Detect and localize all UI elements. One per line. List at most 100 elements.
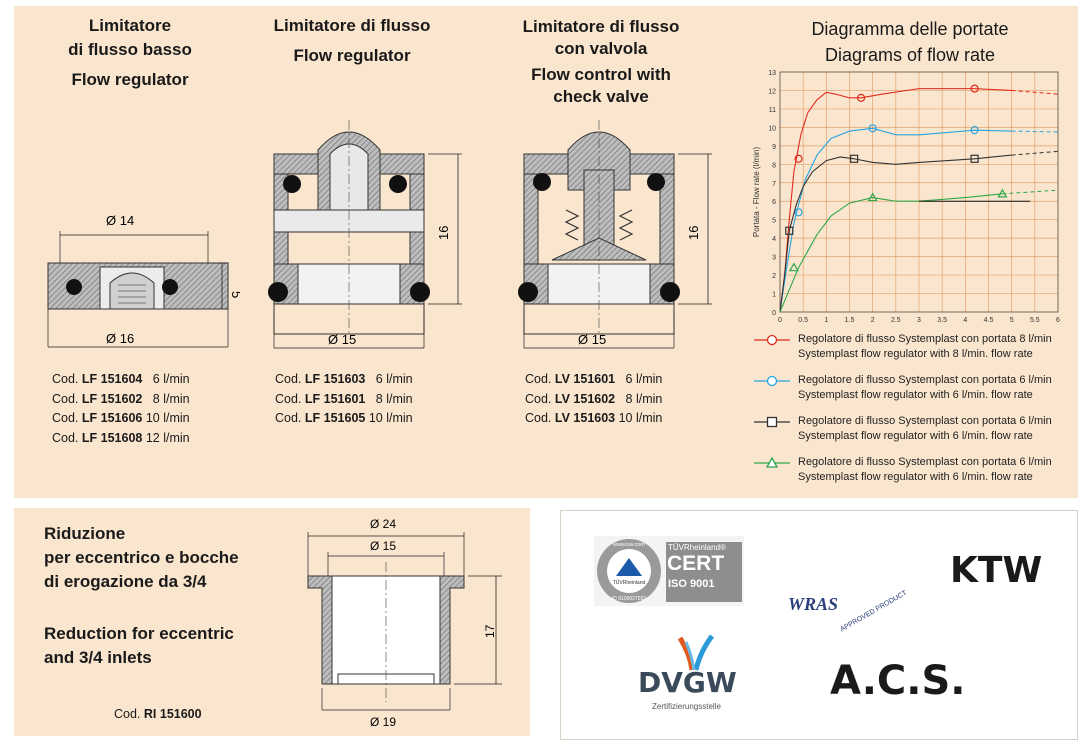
legend-swatch — [754, 416, 790, 428]
series-extrapolation-line — [1011, 89, 1059, 95]
reduction-title-en: Reduction for eccentric and 3/4 inlets — [44, 622, 234, 670]
product-2-codes: Cod. LF 151603 6 l/min Cod. LF 151601 8 … — [275, 370, 413, 429]
tuv-brand-text: TÜVRheinland® — [668, 543, 726, 552]
dimension-top-inner-label: Ø 15 — [370, 539, 396, 553]
legend-line-en: Systemplast flow regulator with 8 l/min.… — [798, 348, 1033, 360]
legend-swatch — [754, 334, 790, 346]
chart-title: Diagramma delle portate Diagrams of flow… — [760, 16, 1060, 68]
product-1-codes: Cod. LF 151604 6 l/min Cod. LF 151602 8 … — [52, 370, 190, 448]
product-2-title: Limitatore di flusso Flow regulator — [252, 14, 452, 68]
legend-text: Regolatore di flusso Systemplast con por… — [798, 455, 1052, 485]
ktw-logo: KTW — [950, 550, 1043, 591]
x-tick-label: 2 — [871, 317, 875, 324]
product-3-title-line: con valvola — [554, 39, 648, 58]
dimension-top-label: Ø 14 — [106, 213, 134, 228]
o-ring — [518, 282, 538, 302]
code-row: Cod. LF 151604 6 l/min — [52, 372, 190, 386]
code-row: Cod. LV 151601 6 l/min — [525, 372, 663, 386]
o-ring — [66, 279, 82, 295]
reduction-drawing: Ø 24 Ø 15 17 Ø 19 — [307, 517, 502, 729]
chart-legend: Regolatore di flusso Systemplast con por… — [752, 332, 1072, 492]
reduction-title-it: Riduzione per eccentrico e bocche di ero… — [44, 522, 239, 594]
series-extrapolation-line — [1011, 130, 1059, 133]
product-3-title-line: Limitatore di flusso — [522, 17, 680, 36]
x-tick-label: 0 — [778, 317, 782, 324]
dvgw-subtext: Zertifizierungsstelle — [652, 702, 721, 711]
legend-marker — [766, 416, 778, 428]
dimension-bottom-label: Ø 15 — [578, 332, 606, 347]
product-2-drawing: 16 Ø 15 — [268, 120, 462, 349]
y-tick-label: 0 — [772, 310, 776, 317]
y-tick-label: 4 — [772, 236, 776, 243]
series-extrapolation-line — [1011, 150, 1059, 156]
tuv-seal-brand: TÜVRheinland — [613, 579, 646, 586]
series-marker-circle — [794, 208, 803, 217]
y-tick-label: 2 — [772, 273, 776, 280]
o-ring — [647, 173, 665, 191]
o-ring — [533, 173, 551, 191]
product-2-title-line: Limitatore di flusso — [273, 16, 431, 35]
tuv-logo: TÜVRheinland www.tuv.com ID 9105027593 T… — [594, 536, 744, 606]
series-marker-triangle — [867, 192, 878, 202]
legend-marker — [766, 334, 778, 346]
product-1-title: Limitatore di flusso basso Flow regulato… — [40, 14, 220, 92]
y-tick-label: 9 — [772, 144, 776, 151]
legend-text: Regolatore di flusso Systemplast con por… — [798, 332, 1052, 362]
legend-marker — [766, 375, 778, 387]
o-ring — [660, 282, 680, 302]
chart-title-line: Diagramma delle portate — [811, 19, 1009, 39]
reduction-title-line: and 3/4 inlets — [44, 648, 152, 667]
x-tick-label: 3.5 — [937, 317, 947, 324]
legend-line-it: Regolatore di flusso Systemplast con por… — [798, 333, 1052, 345]
legend-swatch — [754, 375, 790, 387]
series-marker-circle — [856, 93, 866, 102]
dimension-side-label: 17 — [483, 624, 497, 638]
dimension-side-label: 5 — [229, 291, 240, 298]
y-tick-label: 7 — [772, 181, 776, 188]
product-1-drawing: Ø 14 5 Ø 16 — [47, 213, 240, 348]
y-axis-label: Portata - Flow rate (l/min) — [752, 147, 761, 238]
dvgw-logo: DVGW Zertifizierungsstelle — [638, 632, 748, 716]
product-3-title: Limitatore di flusso con valvola Flow co… — [496, 16, 706, 108]
dvgw-drop-icon — [677, 634, 715, 671]
series-line — [779, 127, 1012, 313]
series-marker-square — [970, 154, 979, 163]
dimension-side-label: 16 — [436, 226, 451, 240]
series-extrapolation-line — [1002, 189, 1059, 195]
x-tick-label: 5 — [1010, 317, 1014, 324]
tuv-iso-text: ISO 9001 — [668, 578, 715, 590]
tuv-cert-text: CERT — [667, 552, 725, 575]
products-panel — [14, 6, 1078, 498]
code-row: Cod. LF 151602 8 l/min — [52, 391, 190, 406]
series-line — [779, 88, 1012, 313]
series-line — [779, 193, 1003, 313]
series-marker-circle — [868, 124, 877, 133]
x-tick-label: 1.5 — [845, 317, 855, 324]
y-tick-label: 12 — [768, 88, 776, 95]
product-3-drawing: 16 Ø 15 — [518, 120, 712, 349]
code-row: Cod. LF 151606 10 l/min — [52, 411, 190, 425]
o-ring — [283, 175, 301, 193]
legend-line-it: Regolatore di flusso Systemplast con por… — [798, 456, 1052, 468]
series-marker-circle — [970, 84, 979, 93]
o-ring — [268, 282, 288, 302]
dimension-bottom-label: Ø 15 — [328, 332, 356, 347]
code-row: Cod. LF 151608 12 l/min — [52, 430, 190, 445]
series-marker-square — [785, 226, 794, 235]
y-tick-label: 8 — [772, 162, 776, 169]
plot-frame — [779, 71, 1059, 313]
tuv-seal-id: ID 9105027593 — [612, 596, 646, 602]
legend-marker — [765, 456, 779, 468]
dimension-bottom-label: Ø 19 — [370, 715, 396, 729]
code-row: Cod. LV 151603 10 l/min — [525, 411, 663, 425]
product-3-title-line: check valve — [553, 87, 649, 106]
legend-line-en: Systemplast flow regulator with 6 l/min.… — [798, 430, 1033, 442]
tuv-seal-ring-text: www.tuv.com — [612, 542, 645, 548]
x-tick-label: 3 — [917, 317, 921, 324]
series-line — [779, 154, 1012, 313]
x-tick-label: 5.5 — [1030, 317, 1040, 324]
series-marker-square — [850, 154, 859, 163]
code-row: Cod. LF 151605 10 l/min — [275, 411, 413, 425]
legend-swatch — [754, 456, 790, 468]
